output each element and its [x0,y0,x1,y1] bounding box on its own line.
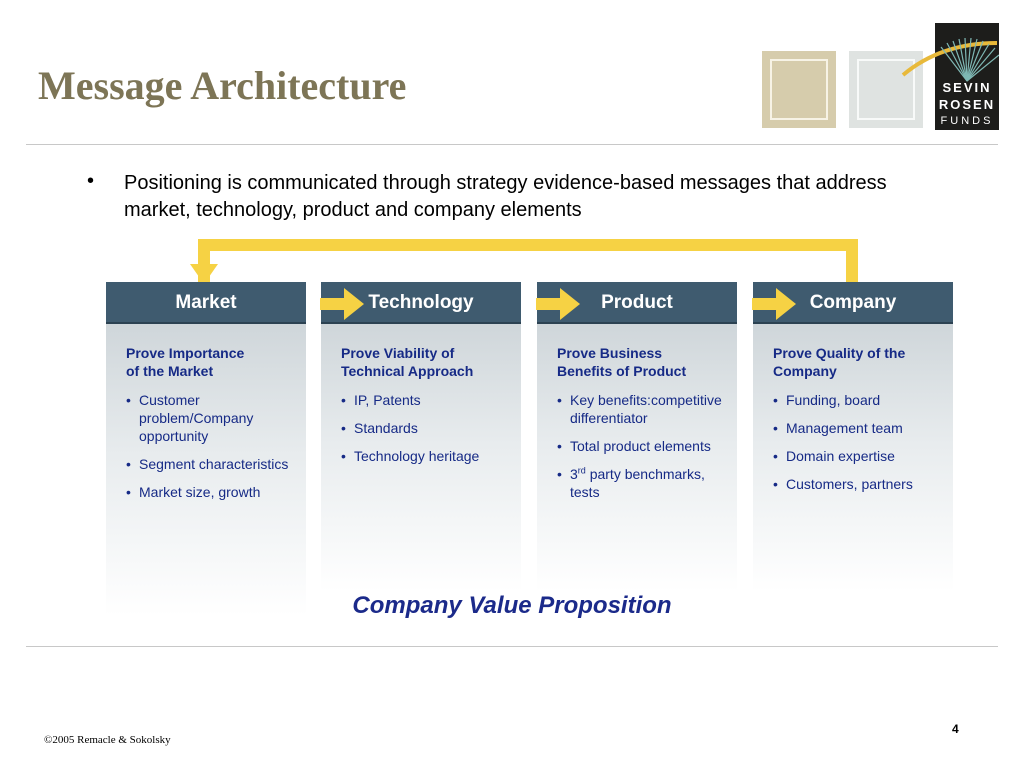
copyright-notice: ©2005 Remacle & Sokolsky [44,734,171,746]
feedback-loop-arrow [190,239,858,288]
list-item: •Funding, board [773,392,881,408]
column-product: Product Prove Business Benefits of Produ… [537,282,737,592]
column-header-market: Market [106,282,306,324]
column-heading-company: Prove Quality of the Company [773,345,906,379]
list-item: •Standards [341,420,418,436]
top-divider [26,144,998,145]
sunburst-icon [901,37,999,82]
logo-word-sevin: SEVIN [942,80,992,95]
intro-text: Positioning is communicated through stra… [124,172,887,221]
slide-title: Message Architecture [38,63,407,108]
arrow-right-icon [752,288,796,320]
logo-word-funds: FUNDS [940,115,994,127]
list-item: •IP, Patents [341,392,421,408]
column-heading-technology: Prove Viability of Technical Approach [341,345,474,379]
column-market: Market Prove Importance of the Market •C… [106,282,306,616]
page-number: 4 [952,722,959,736]
logo-word-rosen: ROSEN [938,97,996,112]
intro-bullet: • [87,170,95,192]
column-company: Company Prove Quality of the Company •Fu… [753,282,953,592]
column-body-technology: Prove Viability of Technical Approach •I… [321,324,521,592]
list-item: •Technology heritage [341,448,480,464]
decorative-square-gray [849,51,923,128]
list-item: •Domain expertise [773,448,895,464]
column-body-product: Prove Business Benefits of Product •Key … [537,324,737,592]
list-item: •Customers, partners [773,476,913,492]
list-item: •Key benefits:competitive differentiator [557,392,722,426]
column-technology: Technology Prove Viability of Technical … [321,282,521,592]
column-body-company: Prove Quality of the Company •Funding, b… [753,324,953,592]
column-heading-product: Prove Business Benefits of Product [557,345,687,379]
column-header-technology: Technology [321,282,521,324]
list-item: •3rd party benchmarks, tests [557,465,705,500]
sevin-rosen-logo: SEVIN ROSEN FUNDS [901,23,999,130]
list-item: •Market size, growth [126,484,261,500]
arrow-right-icon [536,288,580,320]
column-body-market: Prove Importance of the Market •Customer… [106,324,306,616]
bottom-divider [26,646,998,647]
value-proposition: Company Value Proposition [352,592,672,619]
decorative-square-tan [762,51,836,128]
list-item: •Segment characteristics [126,456,289,472]
list-item: •Customer problem/Company opportunity [126,392,254,444]
list-item: •Total product elements [557,438,711,454]
list-item: •Management team [773,420,903,436]
arrow-right-icon [320,288,364,320]
column-heading-market: Prove Importance of the Market [126,345,245,379]
